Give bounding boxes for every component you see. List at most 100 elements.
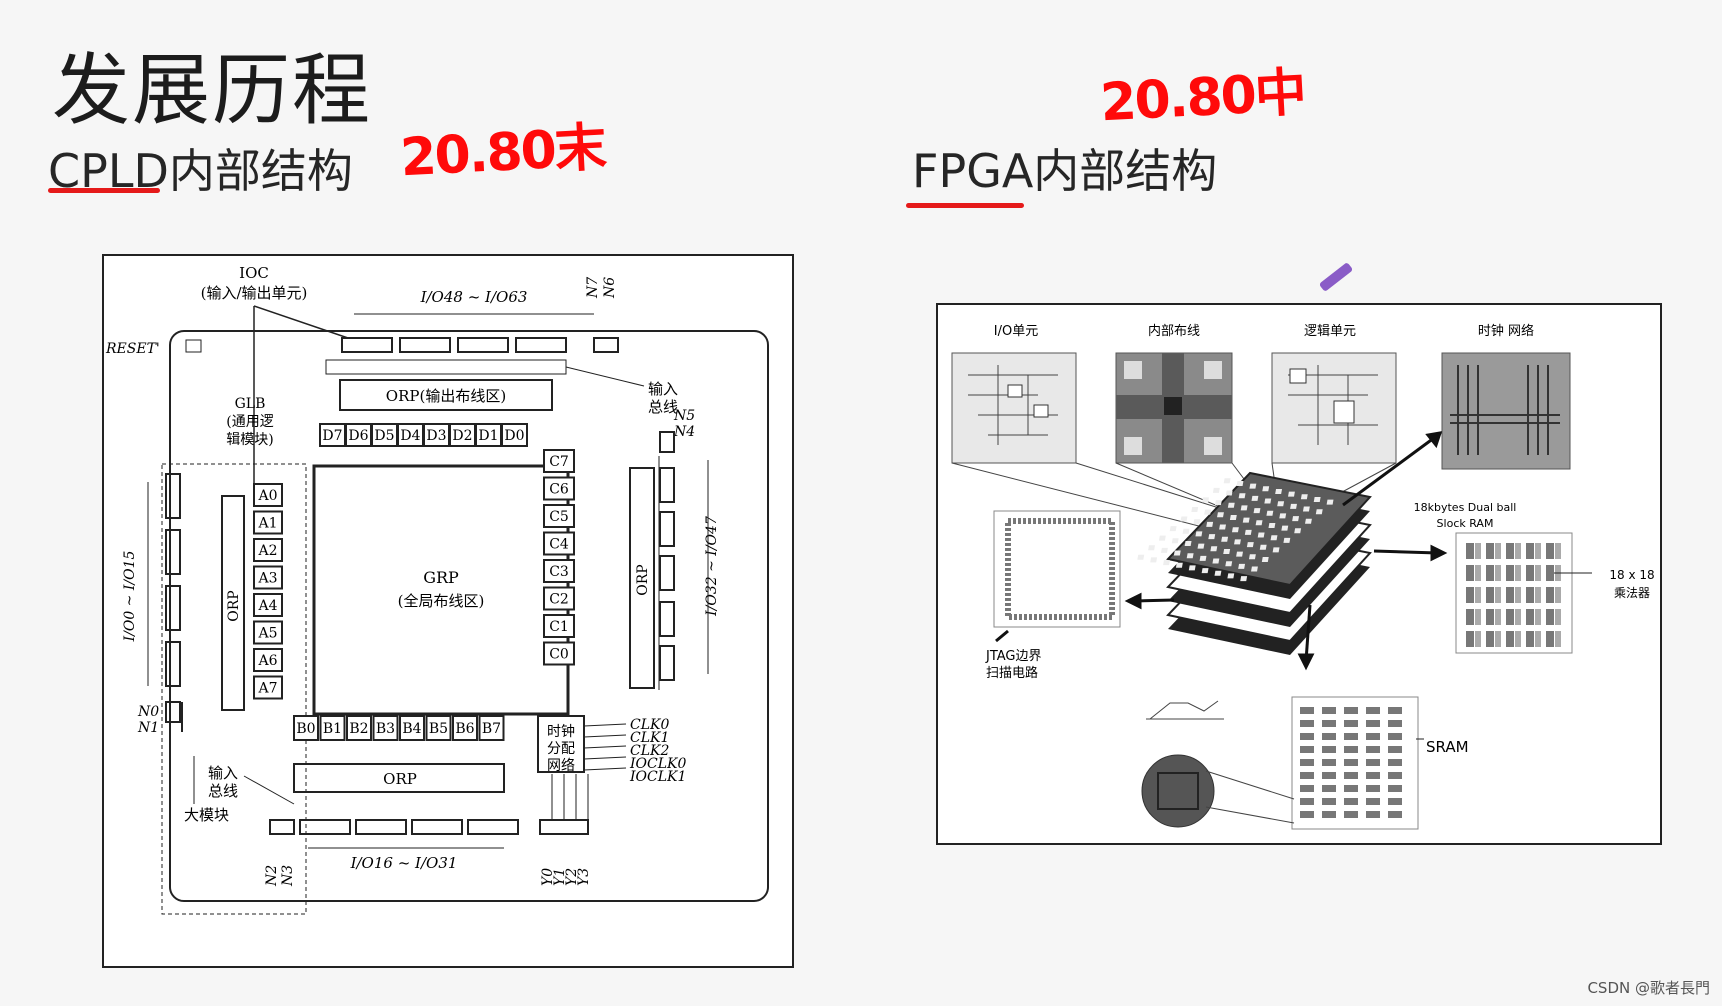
fpga-handwritten-note: 20.80中 (1098, 62, 1307, 134)
logic-cell-mark (1195, 531, 1203, 537)
fpga-svg: I/O单元 内部布线 逻辑单元 时钟 网络 (951, 323, 1655, 830)
logic-cell-mark (1163, 560, 1170, 566)
sram-cell-mark (1388, 811, 1402, 818)
n5-label: N5 (673, 408, 695, 424)
y-output-y1: Y1 (552, 868, 568, 886)
cpld-handwritten-note: 20.80末 (398, 117, 607, 189)
sram-cell-mark (1388, 707, 1402, 714)
sram-cell-mark (1300, 798, 1314, 805)
cpld-cell-d5: D5 (374, 428, 394, 444)
logic-cell-mark (1217, 512, 1224, 518)
ram-block-mark (1486, 587, 1494, 603)
logic-cell-mark (1257, 532, 1265, 538)
sram-cell-mark (1300, 733, 1314, 740)
input-bus-bottom: 输入 (208, 764, 238, 782)
multiplier-mark (1535, 587, 1541, 603)
io-pad-right (659, 601, 675, 637)
cpld-cell-b3-box (372, 715, 399, 741)
logic-cell-mark (1219, 524, 1226, 530)
multiplier-mark (1495, 565, 1501, 581)
clock-output-ioclk0: IOCLK0 (629, 756, 686, 772)
multiplier-mark (1535, 543, 1541, 559)
multiplier-mark (1555, 631, 1561, 647)
logic-cell-mark (1210, 546, 1218, 552)
io-pad-left (165, 585, 181, 631)
sram-cell-mark (1388, 746, 1402, 753)
ioc-label: IOC (239, 264, 269, 282)
input-bus-top: 输入 (648, 380, 678, 398)
n3-label: N3 (280, 865, 296, 887)
logic-cell-mark (1202, 497, 1209, 503)
multiplier-mark (1495, 587, 1501, 603)
sram-cell-mark (1388, 798, 1402, 805)
block-ram-grid (1466, 543, 1561, 647)
logic-cell-mark (1238, 563, 1246, 569)
cpld-cell-c5-box (543, 504, 575, 528)
ram-block-mark (1526, 587, 1534, 603)
logic-cell-mark (1288, 491, 1295, 497)
clock-output-clk1: CLK1 (630, 730, 669, 746)
n1-label: N1 (137, 720, 159, 736)
y-output-y3: Y3 (576, 868, 592, 886)
logic-cell-mark (1326, 499, 1334, 505)
ram-block-mark (1466, 543, 1474, 559)
ram-block-mark (1526, 565, 1534, 581)
bram-label2: Slock RAM (1437, 517, 1494, 530)
io-bottom-label: I/O16 ~ I/O31 (350, 854, 458, 872)
routing-label: 内部布线 (1148, 323, 1200, 339)
grp-label: GRP (423, 568, 459, 587)
glb-sub1: (通用逻 (226, 414, 273, 430)
sram-cell-mark (1366, 707, 1380, 714)
logic-cell-mark (1290, 503, 1297, 509)
cpld-cell-c2-box (543, 586, 575, 611)
cpld-cell-d3: D3 (426, 428, 446, 444)
multiplier-mark (1535, 565, 1541, 581)
multiplier-mark (1515, 565, 1521, 581)
sram-cell-mark (1322, 772, 1336, 779)
logic-cell-mark (1279, 513, 1287, 519)
sram-cell-mark (1344, 798, 1358, 805)
pen-cursor-icon (1318, 261, 1354, 293)
logic-cell-mark (1264, 498, 1272, 504)
multiplier-mark (1515, 631, 1521, 647)
fpga-chip-grid (1137, 478, 1334, 582)
orp-right-label: ORP (635, 564, 651, 595)
clock-output-line (583, 745, 627, 749)
logic-cell-mark (1315, 509, 1323, 515)
cpld-cell-d0: D0 (504, 428, 524, 444)
n7-label: N7 (585, 277, 601, 299)
ram-block-mark (1506, 609, 1514, 625)
sram-cell-mark (1344, 707, 1358, 714)
io-pad-left (165, 701, 181, 723)
cpld-cell-a4: A4 (257, 598, 277, 614)
cpld-cell-b2-box (346, 715, 372, 741)
logic-cell-mark (1208, 534, 1216, 540)
logic-cell-mark (1236, 480, 1244, 486)
clock-net-label2: 分配 (547, 741, 575, 757)
logic-cell-mark (1214, 500, 1222, 506)
cpld-cell-b1: B1 (323, 721, 342, 737)
logic-cell-mark (1173, 550, 1181, 556)
logic-cell-mark (1251, 566, 1258, 572)
logic-cell-mark (1305, 518, 1312, 524)
cpld-cell-b2: B2 (349, 721, 368, 737)
logic-cell-mark (1206, 521, 1214, 527)
sram-cell-mark (1388, 785, 1402, 792)
cpld-cell-a3-box (253, 565, 283, 590)
sram-cell-mark (1388, 759, 1402, 766)
clock-network-thumbnail (1441, 352, 1571, 470)
io-pad-right (659, 511, 675, 547)
glb-sub2: 辑模块) (226, 432, 273, 448)
io-unit-label: I/O单元 (994, 324, 1038, 339)
sram-cell-mark (1322, 746, 1336, 753)
logic-cell-mark (1158, 535, 1166, 541)
ram-block-mark (1466, 631, 1474, 647)
jtag-label2: 扫描电路 (986, 665, 1038, 681)
sram-cell-mark (1388, 733, 1402, 740)
cpld-cell-a6-box (253, 648, 283, 672)
io-right-label: I/O32 ~ I/O47 (704, 516, 720, 617)
cpld-cell-c4-box (543, 531, 575, 556)
io-pad-left (165, 529, 181, 575)
logic-cell-mark (1231, 527, 1239, 533)
cpld-cell-a2-box (253, 538, 283, 562)
